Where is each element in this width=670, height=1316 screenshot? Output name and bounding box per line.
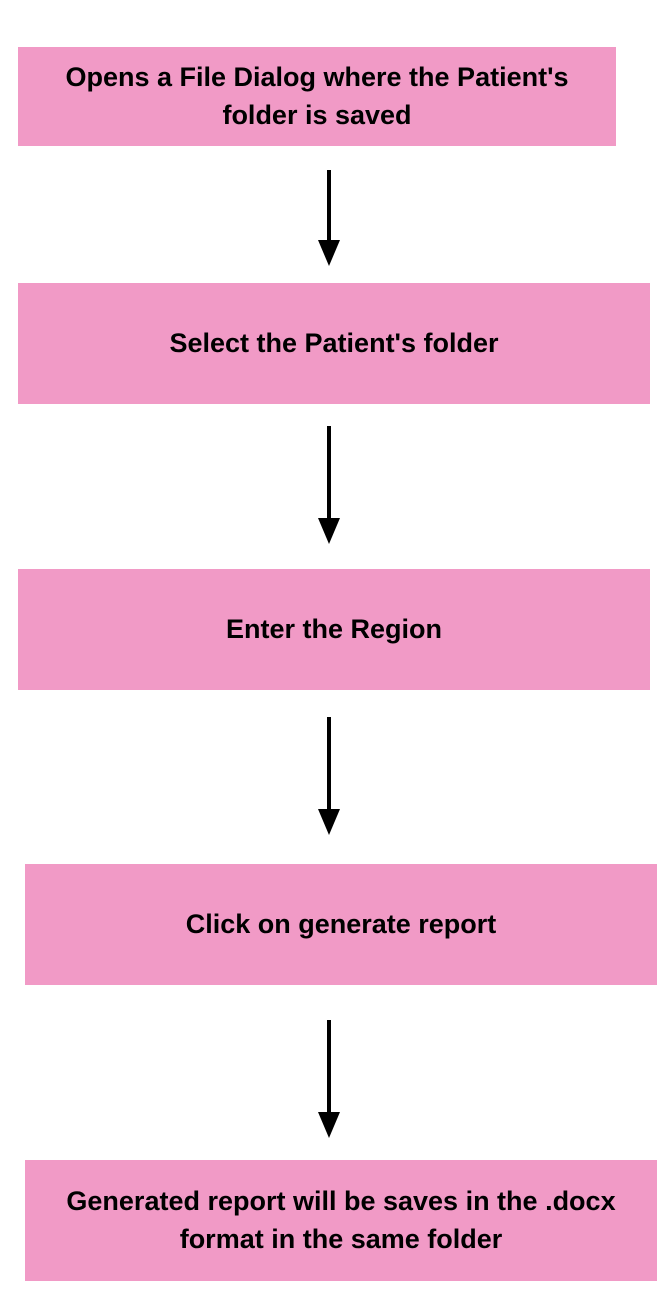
arrow-head bbox=[318, 518, 340, 544]
down-arrow-connector bbox=[314, 426, 344, 544]
arrow-head bbox=[318, 1112, 340, 1138]
down-arrow-connector bbox=[314, 717, 344, 835]
flow-step-open-file-dialog: Opens a File Dialog where the Patient's … bbox=[18, 47, 616, 146]
flow-step-label: Enter the Region bbox=[225, 613, 442, 644]
flow-step-label: Opens a File Dialog where the Patient's … bbox=[65, 61, 569, 130]
flow-step-label: Click on generate report bbox=[185, 908, 497, 939]
arrow-head bbox=[318, 809, 340, 835]
arrow-head bbox=[318, 240, 340, 266]
flow-step-label: Select the Patient's folder bbox=[169, 327, 499, 358]
flow-step-enter-region: Enter the Region bbox=[18, 569, 650, 690]
down-arrow-connector bbox=[314, 170, 344, 266]
flow-step-generate-report: Click on generate report bbox=[25, 864, 657, 985]
flow-step-select-folder: Select the Patient's folder bbox=[18, 283, 650, 404]
down-arrow-connector bbox=[314, 1020, 344, 1138]
flow-step-report-saved: Generated report will be saves in the .d… bbox=[25, 1160, 657, 1281]
flow-step-label: Generated report will be saves in the .d… bbox=[66, 1185, 616, 1254]
